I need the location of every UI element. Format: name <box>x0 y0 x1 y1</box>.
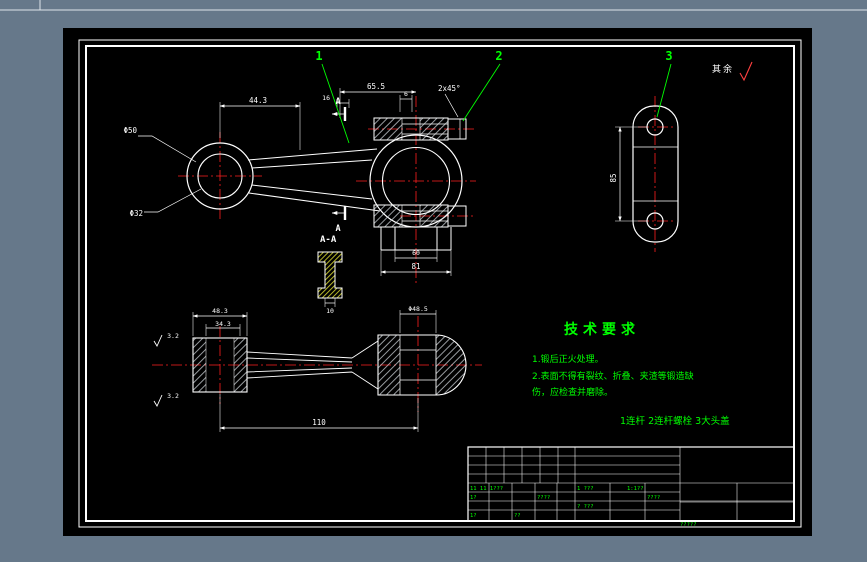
big-end-cap-outline <box>380 227 452 251</box>
tech-line-3: 伤，应检查并磨除。 <box>532 386 613 398</box>
technical-requirements: 技术要求 1.锻后正火处理。 2.表面不得有裂纹、折叠、夹渣等锻造缺 伤，应检查… <box>532 321 730 427</box>
title-cell-5: ???? <box>537 495 550 501</box>
bottom-bolt-head <box>447 205 467 227</box>
section-ext-lines <box>324 298 336 307</box>
balloon-2: 2 <box>495 49 502 63</box>
leader-lines <box>138 93 459 213</box>
right-view-cap: 85 <box>609 96 679 252</box>
top-view-connecting-rod: A A 44.3 65.5 16 6 2x45° Φ50 Φ32 60 81 <box>123 82 476 284</box>
dim-text-10: 10 <box>326 307 334 315</box>
top-boss-hatch-left <box>373 117 403 141</box>
big-end-inner-lines <box>399 335 437 395</box>
title-cell-4: 1? <box>470 495 477 501</box>
ibeam-cross-section <box>317 251 343 299</box>
roughness-check-icon <box>153 334 163 407</box>
surface-rest-label: 其余 <box>712 63 734 75</box>
dim-text-16: 16 <box>322 94 330 102</box>
section-aa-label: A-A <box>320 235 337 245</box>
roughness-bottom-text: 3.2 <box>167 392 179 400</box>
balloon-1: 1 <box>315 49 322 63</box>
layout-boundary-line <box>0 0 867 11</box>
dim-text-phi48-5: Φ48.5 <box>408 305 428 313</box>
bottom-shank-outline <box>246 340 379 390</box>
title-cell-2: 1 ??? <box>577 486 594 492</box>
dim-text-110: 110 <box>312 418 326 427</box>
small-end-hatch-left <box>192 337 207 393</box>
chamfer-note: 2x45° <box>438 84 461 93</box>
top-bolt-head <box>447 118 467 140</box>
dim-text-6: 6 <box>404 90 408 98</box>
rod-shank-outline <box>247 148 381 212</box>
title-block-border <box>467 446 795 522</box>
small-end-outer-circle <box>186 142 254 210</box>
small-end-bore-circle <box>197 153 243 199</box>
title-block-grid <box>468 447 794 521</box>
bottom-centerlines <box>152 316 482 412</box>
balloon-leader-lines <box>321 63 672 144</box>
top-boss-hatch-right <box>419 117 449 141</box>
dim-text-65-5: 65.5 <box>367 82 385 91</box>
inner-frame <box>85 45 795 522</box>
big-end-hatch-cap <box>435 334 467 396</box>
title-cell-8: ?? <box>514 513 521 519</box>
bottom-bolt-shank <box>402 210 448 222</box>
cap-outline <box>632 105 679 243</box>
phi-inner-text: Φ32 <box>129 209 143 218</box>
surface-finish-note: 其余 <box>712 61 753 82</box>
bottom-boss-hatch-right <box>419 204 449 228</box>
title-cell-9: ???? <box>647 495 660 501</box>
section-aa-view: A-A 10 <box>317 235 343 315</box>
title-cell-1: 11 11 1??? <box>470 486 503 492</box>
title-cell-6: ? ??? <box>577 504 594 510</box>
bottom-ext-lines <box>192 310 437 432</box>
balloon-3: 3 <box>665 49 672 63</box>
centerlines <box>178 96 476 284</box>
dim-text-44-3: 44.3 <box>249 96 267 105</box>
outer-frame <box>78 39 802 528</box>
dim-text-34-3: 34.3 <box>215 320 231 328</box>
section-letter-top: A <box>335 97 340 107</box>
dim-text-48-3: 48.3 <box>212 307 228 315</box>
big-end-hatch-left <box>378 335 400 395</box>
dim-text-81: 81 <box>411 262 420 271</box>
cap-inner-lines <box>633 146 678 202</box>
parts-list-note: 1连杆 2连杆螺栓 3大头盖 <box>620 415 730 427</box>
small-end-hatch-right <box>233 337 248 393</box>
bottom-view-connecting-rod: 48.3 34.3 Φ48.5 110 3.2 3.2 <box>152 305 482 432</box>
title-cell-10: ????? <box>680 522 697 528</box>
roughness-symbol-icon <box>739 61 753 82</box>
tech-title: 技术要求 <box>564 321 640 338</box>
title-block: 11 11 1??? 1 ??? 1:1?? 1? ???? ? ??? 1? … <box>467 446 795 528</box>
balloon-callouts: 1 2 3 <box>315 49 673 144</box>
roughness-top-text: 3.2 <box>167 332 179 340</box>
tech-line-1: 1.锻后正火处理。 <box>532 353 604 365</box>
phi-outer-text: Φ50 <box>123 126 137 135</box>
sheet-frame <box>78 39 802 528</box>
dim-text-85: 85 <box>609 173 618 182</box>
big-end-bore-circle <box>381 146 451 216</box>
top-bolt-shank <box>402 123 448 135</box>
bottom-boss-hatch-left <box>373 204 403 228</box>
drawing-sheet <box>63 28 812 536</box>
section-letter-bottom: A <box>335 224 340 234</box>
title-cell-7: 1? <box>470 513 477 519</box>
dim-text-60: 60 <box>412 249 420 257</box>
tech-line-2: 2.表面不得有裂纹、折叠、夹渣等锻造缺 <box>532 370 694 382</box>
title-cell-3: 1:1?? <box>627 486 644 492</box>
